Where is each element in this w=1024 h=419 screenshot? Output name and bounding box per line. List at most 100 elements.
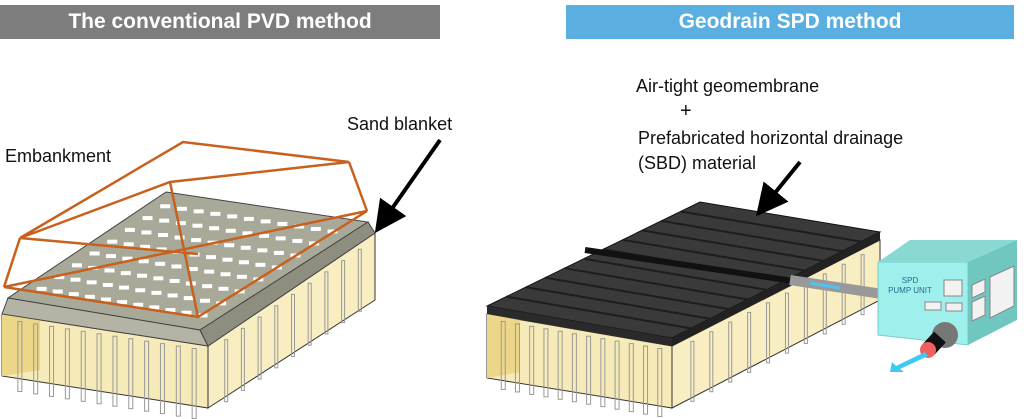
- geomembrane-label: Air-tight geomembrane: [636, 76, 820, 96]
- drainage-strip: [680, 210, 862, 243]
- drainage-strip: [564, 267, 748, 301]
- embankment-outline: [2, 140, 369, 319]
- drain-head: [137, 273, 148, 278]
- vertical-drain: [175, 345, 181, 417]
- vertical-drain: [543, 328, 549, 398]
- vertical-drain: [307, 282, 312, 346]
- drain-head: [174, 235, 185, 240]
- drain-head: [191, 238, 202, 243]
- vertical-drain: [628, 343, 634, 413]
- drain-head: [218, 286, 229, 291]
- drain-head: [120, 271, 131, 276]
- drain-head: [167, 293, 178, 298]
- drain-head: [275, 236, 286, 241]
- drain-head: [292, 238, 303, 243]
- vertical-drain: [341, 260, 346, 324]
- drain-head: [204, 269, 215, 274]
- geodrain-spd-header: Geodrain SPD method: [566, 5, 1014, 39]
- drain-head: [153, 276, 164, 281]
- drain-head: [141, 230, 152, 235]
- drain-head: [149, 305, 160, 310]
- drain-head: [206, 255, 217, 260]
- drain-head: [68, 292, 79, 297]
- vertical-drain: [324, 271, 329, 335]
- vertical-drain: [128, 338, 134, 410]
- embankment-label: Embankment: [5, 146, 112, 166]
- drain-head: [89, 251, 100, 256]
- drainage-label-line2: (SBD) material: [638, 153, 757, 173]
- drain-head: [192, 223, 203, 228]
- membrane-arrow: [755, 160, 802, 217]
- vertical-drain: [112, 335, 118, 407]
- vertical-drain: [784, 292, 789, 354]
- drain-head: [242, 231, 253, 236]
- drain-head: [140, 244, 151, 249]
- drainage-strip: [583, 257, 767, 291]
- drain-head: [159, 218, 170, 223]
- pump-label-line2: PUMP UNIT: [888, 286, 932, 295]
- drain-head: [273, 250, 284, 255]
- vertical-drain: [557, 330, 563, 400]
- drain-head: [224, 243, 235, 248]
- vertical-drain: [766, 302, 771, 364]
- sand-blanket-arrow: [374, 138, 442, 234]
- vertical-drain: [291, 294, 295, 357]
- drainage-label-line1: Prefabricated horizontal drainage: [638, 128, 904, 148]
- drain-head: [142, 216, 153, 221]
- vertical-drain: [657, 348, 663, 418]
- vertical-drain: [240, 327, 245, 391]
- conventional-pvd-header: The conventional PVD method: [0, 5, 440, 39]
- vertical-drain: [64, 328, 70, 400]
- vertical-drain: [159, 343, 165, 415]
- vertical-drain: [514, 323, 520, 393]
- sand-blanket-label: Sand blanket: [347, 114, 453, 134]
- drain-head: [169, 278, 180, 283]
- drain-head: [220, 272, 231, 277]
- drainage-strip: [661, 219, 843, 253]
- drain-head: [158, 233, 168, 237]
- drain-head: [138, 259, 149, 264]
- vertical-drain: [96, 333, 102, 405]
- drain-head: [193, 209, 204, 214]
- drain-head: [71, 263, 82, 268]
- drainage-strip: [544, 276, 729, 311]
- vertical-drain: [600, 338, 606, 408]
- drain-head: [310, 226, 321, 231]
- drain-head: [277, 221, 288, 226]
- drain-head: [209, 226, 220, 231]
- drain-head: [133, 302, 144, 307]
- drain-pipe: [789, 275, 883, 299]
- drain-head: [183, 296, 194, 301]
- vertical-drain: [500, 320, 506, 390]
- drain-head: [210, 211, 221, 216]
- drain-head: [227, 214, 238, 219]
- vertical-drain: [614, 340, 620, 410]
- drain-head: [122, 256, 133, 261]
- drain-head: [259, 233, 270, 238]
- drain-head: [104, 268, 115, 273]
- drain-head: [135, 288, 146, 293]
- drain-head: [156, 247, 167, 252]
- drain-head: [238, 260, 249, 265]
- pump-label-line1: SPD: [901, 276, 919, 285]
- drain-head: [260, 219, 271, 224]
- vertical-drain: [728, 321, 733, 383]
- vertical-drain: [747, 311, 752, 373]
- vertical-drain: [860, 254, 865, 316]
- drain-head: [119, 285, 130, 290]
- drainage-strip: [641, 229, 824, 262]
- vertical-drain: [17, 320, 23, 392]
- drain-head: [84, 294, 95, 299]
- drain-head: [236, 274, 247, 279]
- drain-head: [123, 242, 134, 247]
- drainage-strip: [525, 286, 710, 320]
- drain-head: [176, 206, 187, 211]
- vertical-drain: [49, 325, 55, 397]
- vertical-drain: [224, 339, 229, 403]
- drain-head: [243, 216, 254, 221]
- drain-head: [240, 245, 251, 250]
- drain-head: [117, 300, 128, 305]
- drain-head: [54, 275, 65, 280]
- spd-pump-unit: [877, 240, 1017, 372]
